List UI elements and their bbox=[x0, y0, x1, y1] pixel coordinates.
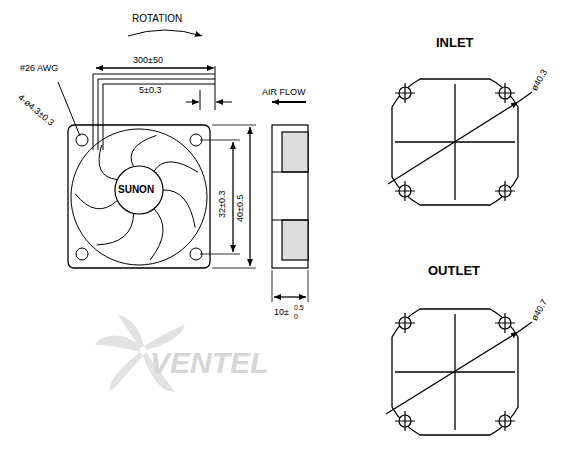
wire-gauge: #26 AWG bbox=[20, 64, 58, 73]
fan-blade bbox=[75, 194, 117, 209]
hole-crosshair bbox=[495, 181, 515, 201]
dimension: 32±0.3 bbox=[218, 191, 227, 218]
hole-crosshair bbox=[495, 83, 515, 103]
rotation-label: ROTATION bbox=[132, 14, 182, 24]
tolerance: 0 bbox=[294, 313, 298, 320]
diameter-dimension: ø40.7 bbox=[530, 298, 549, 322]
tolerance: 0.5 bbox=[294, 304, 304, 311]
view-title: INLET bbox=[436, 36, 474, 49]
hole-dimension: 4-ø4.3±0.3 bbox=[16, 93, 55, 128]
fan-blade bbox=[163, 190, 195, 228]
hole-crosshair bbox=[395, 83, 415, 103]
hole-crosshair bbox=[495, 313, 515, 333]
fan-blade bbox=[131, 135, 156, 166]
view-title: OUTLET bbox=[428, 264, 480, 277]
hole-crosshair bbox=[395, 313, 415, 333]
hole-crosshair bbox=[395, 411, 415, 431]
hole-crosshair bbox=[395, 181, 415, 201]
dimension: 40±0.5 bbox=[236, 195, 245, 222]
airflow-label: AIR FLOW bbox=[262, 88, 306, 97]
fan-blade bbox=[97, 213, 134, 245]
brand-logo: SUNON bbox=[118, 185, 154, 195]
fan-blade bbox=[99, 145, 117, 180]
fan-blade bbox=[154, 162, 198, 172]
diameter-dimension: ø40.3 bbox=[530, 68, 549, 92]
dimension: 5±0.3 bbox=[139, 86, 161, 95]
fan-blade bbox=[150, 209, 163, 260]
dimension: 300±50 bbox=[133, 56, 163, 65]
dimension: 10± bbox=[274, 308, 289, 317]
hole-crosshair bbox=[495, 411, 515, 431]
watermark: VENTEL bbox=[150, 348, 268, 378]
